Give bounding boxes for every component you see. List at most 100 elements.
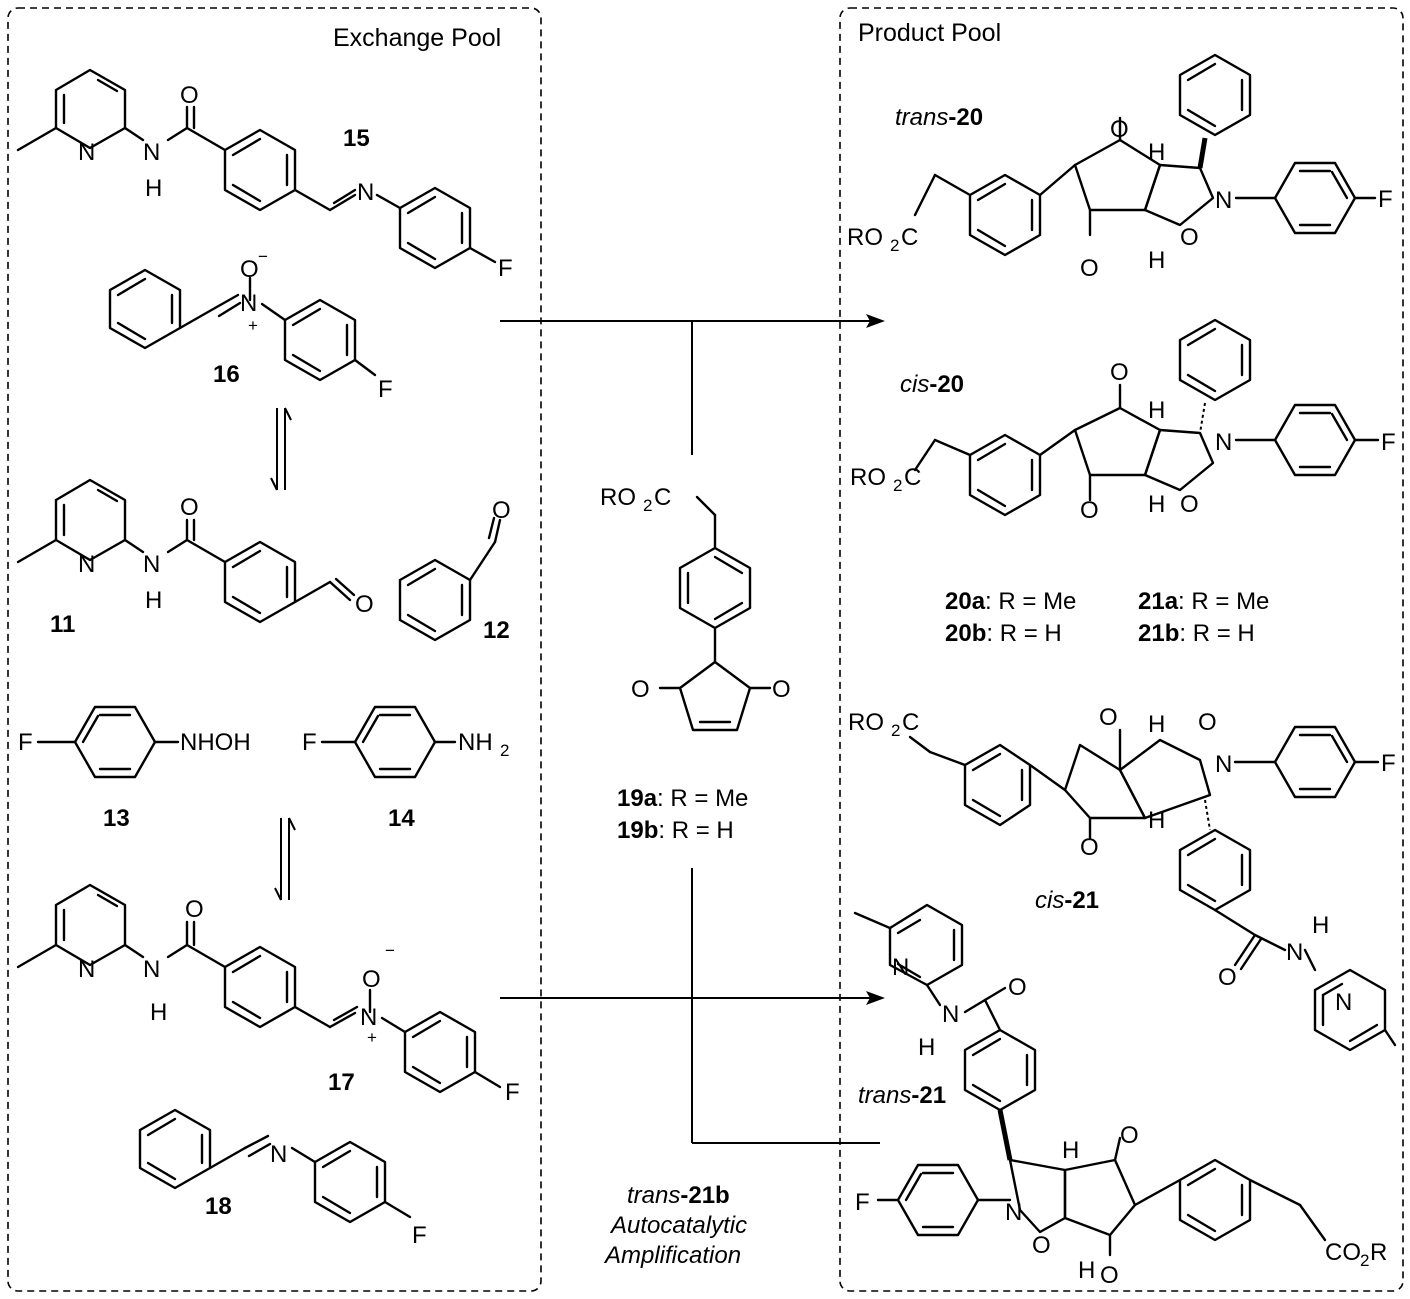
atom-c: C bbox=[904, 464, 921, 491]
atom-o: O bbox=[1120, 1122, 1139, 1149]
atom-n: N bbox=[892, 954, 909, 981]
atom-f: F bbox=[855, 1189, 870, 1216]
atom-n: N bbox=[78, 139, 95, 166]
atom-n: N bbox=[1005, 1199, 1022, 1226]
atom-n: N bbox=[1215, 751, 1232, 778]
compound-label-12: 12 bbox=[483, 617, 510, 644]
atom-o: O bbox=[1032, 1232, 1051, 1259]
product-label-cis-21: cis-21 bbox=[1035, 887, 1099, 914]
compound-12 bbox=[398, 516, 502, 642]
charge-plus: + bbox=[367, 1028, 377, 1047]
group-co: CO bbox=[1325, 1239, 1361, 1266]
product-pool-title: Product Pool bbox=[858, 19, 1001, 47]
atom-h: H bbox=[150, 999, 167, 1026]
subscript-2: 2 bbox=[643, 496, 652, 515]
atom-h: H bbox=[1148, 139, 1165, 166]
compound-label-13: 13 bbox=[103, 805, 130, 832]
atom-n: N bbox=[143, 139, 160, 166]
atom-h: H bbox=[1148, 397, 1165, 424]
charge-minus: − bbox=[258, 247, 268, 266]
atom-o: O bbox=[1110, 359, 1129, 386]
atom-o: O bbox=[180, 82, 199, 109]
atom-f: F bbox=[1381, 429, 1396, 456]
atom-n: N bbox=[942, 1001, 959, 1028]
atom-o: O bbox=[1080, 255, 1099, 282]
atom-n: N bbox=[1335, 989, 1352, 1016]
atom-f: F bbox=[412, 1222, 427, 1249]
product-cis-21 bbox=[908, 725, 1397, 1052]
group-nh: NH bbox=[458, 729, 493, 756]
atom-o: O bbox=[772, 676, 791, 703]
atom-f: F bbox=[302, 729, 317, 756]
atom-o: O bbox=[492, 497, 511, 524]
reagent-19 bbox=[658, 495, 772, 732]
label-21a: 21a: R = Me bbox=[1138, 588, 1269, 615]
atom-h: H bbox=[1078, 1257, 1095, 1284]
atom-o: O bbox=[1100, 1262, 1119, 1289]
atom-n: N bbox=[78, 551, 95, 578]
label-20b: 20b: R = H bbox=[945, 620, 1062, 647]
atom-o: O bbox=[1080, 834, 1099, 861]
label-21b: 21b: R = H bbox=[1138, 620, 1255, 647]
atom-n: N bbox=[1286, 939, 1303, 966]
atom-h: H bbox=[145, 587, 162, 614]
atom-n: N bbox=[270, 1141, 287, 1168]
compound-label-17: 17 bbox=[328, 1069, 355, 1096]
compound-15 bbox=[16, 68, 497, 270]
atom-o: O bbox=[180, 494, 199, 521]
group-ro: RO bbox=[848, 709, 884, 736]
label-20a: 20a: R = Me bbox=[945, 588, 1076, 615]
atom-h: H bbox=[1312, 912, 1329, 939]
atom-c: C bbox=[654, 484, 671, 511]
atom-n: N bbox=[143, 551, 160, 578]
atom-h: H bbox=[918, 1034, 935, 1061]
caption-line3: Amplification bbox=[603, 1242, 741, 1269]
product-label-trans-21: trans-21 bbox=[858, 1082, 946, 1109]
subscript-2: 2 bbox=[893, 476, 902, 495]
atom-h: H bbox=[1062, 1137, 1079, 1164]
product-trans-20 bbox=[913, 53, 1377, 257]
atom-r: R bbox=[1370, 1239, 1387, 1266]
subscript-2: 2 bbox=[891, 721, 900, 740]
atom-o: O bbox=[631, 676, 650, 703]
atom-n: N bbox=[78, 956, 95, 983]
compound-17 bbox=[16, 883, 502, 1094]
atom-n: N bbox=[1215, 187, 1232, 214]
product-label-trans-20: trans-20 bbox=[895, 104, 983, 131]
caption-line2: Autocatalytic bbox=[609, 1212, 747, 1239]
group-ro: RO bbox=[847, 224, 883, 251]
atom-c: C bbox=[902, 709, 919, 736]
group-ro: RO bbox=[600, 484, 636, 511]
reaction-arrows bbox=[500, 314, 885, 1144]
equilibrium-arrow bbox=[270, 407, 292, 491]
compound-label-11: 11 bbox=[50, 611, 75, 638]
atom-o: O bbox=[1198, 709, 1217, 736]
atom-o: O bbox=[1099, 704, 1118, 731]
atom-o: O bbox=[240, 256, 259, 283]
group-ro: RO bbox=[850, 464, 886, 491]
atom-o: O bbox=[1180, 491, 1199, 518]
equilibrium-arrow bbox=[274, 817, 296, 901]
atom-f: F bbox=[18, 729, 33, 756]
atom-n: N bbox=[1215, 429, 1232, 456]
label-19a: 19a: R = Me bbox=[617, 785, 748, 812]
atom-h: H bbox=[1148, 807, 1165, 834]
atom-o: O bbox=[1110, 116, 1129, 143]
atom-o: O bbox=[355, 591, 374, 618]
product-cis-20 bbox=[913, 318, 1380, 517]
atom-n: N bbox=[357, 179, 374, 206]
atom-f: F bbox=[1378, 186, 1393, 213]
compound-label-16: 16 bbox=[213, 361, 240, 388]
atom-h: H bbox=[1148, 711, 1165, 738]
atom-f: F bbox=[505, 1079, 520, 1106]
atom-c: C bbox=[901, 224, 918, 251]
caption-line1: trans-21b bbox=[627, 1182, 730, 1209]
group-nhoh: NHOH bbox=[180, 729, 251, 756]
subscript-2: 2 bbox=[500, 741, 509, 760]
atom-o: O bbox=[1180, 224, 1199, 251]
compound-13 bbox=[36, 705, 180, 779]
compound-label-18: 18 bbox=[205, 1193, 232, 1220]
atom-o: O bbox=[185, 896, 204, 923]
atom-h: H bbox=[1148, 247, 1165, 274]
